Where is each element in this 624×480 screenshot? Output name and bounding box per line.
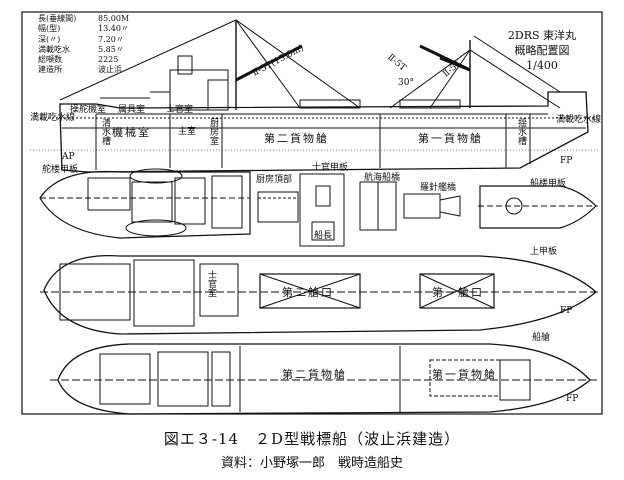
hatch-1-plan <box>419 273 495 309</box>
label-angle: 30° <box>398 78 414 88</box>
drawing-title: 2DRS 東洋丸 概略配置図 1/400 <box>492 28 592 73</box>
label-cargo-2: 第二貨物艙 <box>282 368 347 381</box>
spec-value: 5.85〃 <box>98 44 124 54</box>
spec-value: 7.20〃 <box>98 34 124 44</box>
deck-plans-row <box>39 168 598 247</box>
ship-name: 2DRS 東洋丸 <box>507 29 577 42</box>
profile-view <box>40 19 600 173</box>
label-draft-aft: 満載吃水線 <box>30 113 76 123</box>
label-galley-store: 厨房室 <box>208 118 218 145</box>
label-hold-2: 第二貨物艙 <box>264 132 329 145</box>
label-compass-bridge: 羅針艦橋 <box>420 183 457 193</box>
label-ballast: 揺水槽 <box>516 118 526 145</box>
spec-label: 満載吃水 <box>38 44 70 54</box>
spec-value: 85.00M <box>98 14 130 23</box>
figure-caption: 図エ３-14 ２D型戦標船（波止浜建造） <box>163 430 461 448</box>
label-officers: 士官室 <box>166 105 194 115</box>
label-cargo-1: 第一貨物艙 <box>432 368 497 381</box>
label-fp-3: FP <box>566 394 579 404</box>
spec-table: 長(垂線間) 85.00M 幅(型) 13.40〃 深(〃) 7.20〃 満載吃水 5.… <box>38 14 158 76</box>
ship-arrangement-drawing <box>21 11 603 415</box>
label-forecastle-deck: 船楼甲板 <box>530 179 567 189</box>
label-wheelhouse: 操舵機室 <box>70 105 107 115</box>
spec-label: 長(垂線間) <box>38 14 77 23</box>
label-main: 主室 <box>178 127 197 137</box>
drawing-frame <box>21 11 603 415</box>
spec-label: 建造所 <box>38 65 62 75</box>
forecastle-outline <box>479 185 597 229</box>
figure-source: 資料：小野塚一郎 戦時造船史 <box>220 456 403 471</box>
spec-label: 総噸数 <box>38 55 62 65</box>
steering-deck-outline <box>39 170 251 239</box>
label-draft-fwd: 満載吃水線 <box>556 115 602 125</box>
label-officer-deck: 士官甲板 <box>312 163 349 173</box>
spec-label: 深(〃) <box>38 34 61 44</box>
label-steering-deck: 舵楼甲板 <box>42 165 79 175</box>
label-hold-1: 第一貨物艙 <box>418 132 483 145</box>
spec-value: 波止浜 <box>98 65 122 75</box>
spec-value: 2225 <box>98 55 119 65</box>
drawing-scale: 1/400 <box>526 59 558 72</box>
label-captain: 船長 <box>314 231 333 241</box>
spec-label: 幅(型) <box>38 24 61 34</box>
label-navigation-bridge: 航海船橋 <box>364 173 401 183</box>
label-tween: 属具室 <box>118 105 146 115</box>
label-crew: 士官室 <box>206 270 216 297</box>
hatch-2-plan <box>259 273 361 309</box>
hold-plan <box>50 343 598 415</box>
label-fresh-water: 清水槽 <box>100 118 110 145</box>
upper-deck-plan <box>40 254 600 335</box>
label-fp: FP <box>560 156 573 166</box>
spec-value: 13.40〃 <box>98 24 129 34</box>
label-hold: 船艙 <box>532 333 551 343</box>
label-upper-deck: 上甲板 <box>530 247 558 257</box>
label-ap: AP <box>62 152 75 162</box>
profile-hull <box>59 91 589 173</box>
label-hatch-2: 第二艙口 <box>282 286 334 299</box>
label-galley-top: 厨房頂部 <box>256 175 293 185</box>
label-hatch-1: 第一艙口 <box>432 286 484 299</box>
label-engine-room: 機械室 <box>112 126 151 139</box>
label-fp-2: FP <box>560 306 573 316</box>
drawing-subtitle: 概略配置図 <box>514 44 570 57</box>
